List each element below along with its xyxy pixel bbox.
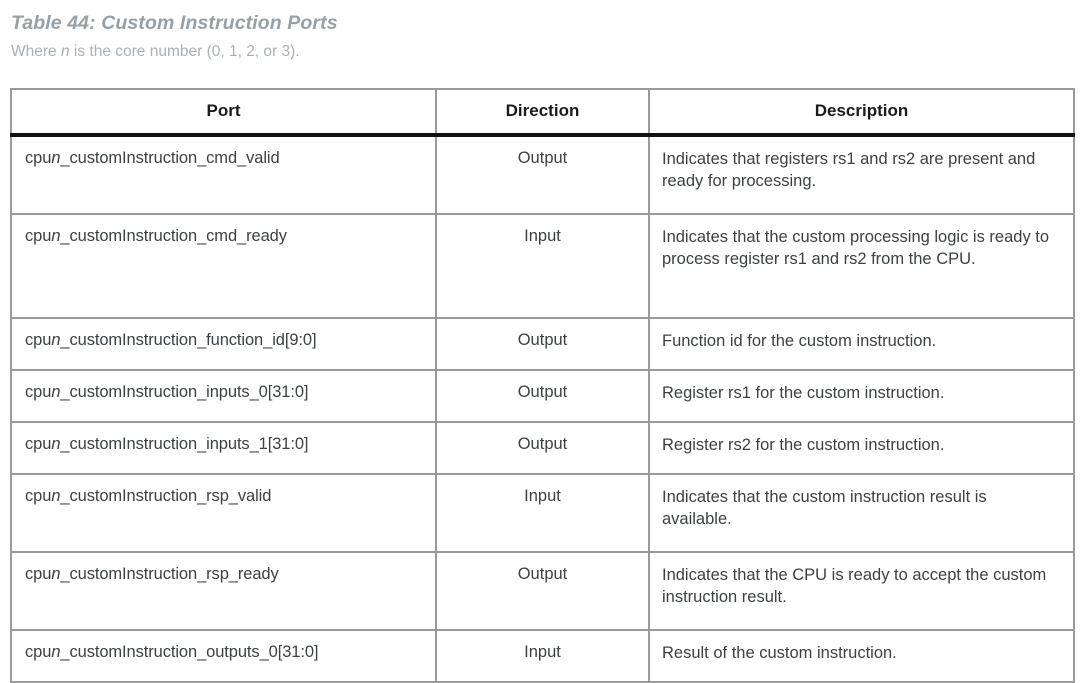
port-prefix: cpu bbox=[25, 227, 52, 245]
cell-direction: Output bbox=[436, 318, 650, 371]
port-suffix: _customInstruction_inputs_1[31:0] bbox=[60, 435, 309, 453]
column-header-direction: Direction bbox=[436, 89, 650, 137]
table-header-row: Port Direction Description bbox=[11, 89, 1074, 137]
subtitle-text-before: Where bbox=[11, 43, 61, 61]
subtitle-italic-variable: n bbox=[60, 43, 70, 61]
cell-port: cpun_customInstruction_rsp_ready bbox=[11, 552, 437, 631]
port-suffix: _customInstruction_rsp_ready bbox=[60, 565, 279, 583]
cell-direction: Output bbox=[436, 370, 650, 423]
cell-port: cpun_customInstruction_inputs_0[31:0] bbox=[11, 370, 437, 423]
port-core-number-variable: n bbox=[51, 435, 61, 453]
port-core-number-variable: n bbox=[51, 149, 61, 167]
table-header: Port Direction Description bbox=[11, 89, 1074, 137]
cell-description: Indicates that registers rs1 and rs2 are… bbox=[649, 135, 1074, 215]
port-core-number-variable: n bbox=[51, 487, 61, 505]
port-suffix: _customInstruction_outputs_0[31:0] bbox=[60, 643, 319, 661]
table-row: cpun_customInstruction_inputs_0[31:0] Ou… bbox=[11, 370, 1074, 423]
cell-direction: Output bbox=[436, 422, 650, 475]
port-suffix: _customInstruction_cmd_valid bbox=[60, 149, 280, 167]
port-suffix: _customInstruction_rsp_valid bbox=[60, 487, 272, 505]
cell-port: cpun_customInstruction_function_id[9:0] bbox=[11, 318, 437, 371]
port-prefix: cpu bbox=[25, 383, 52, 401]
table-subtitle: Where n is the core number (0, 1, 2, or … bbox=[11, 42, 1080, 62]
column-header-port: Port bbox=[11, 89, 437, 137]
table-row: cpun_customInstruction_outputs_0[31:0] I… bbox=[11, 630, 1074, 683]
table-row: cpun_customInstruction_rsp_valid Input I… bbox=[11, 474, 1074, 553]
port-suffix: _customInstruction_inputs_0[31:0] bbox=[60, 383, 309, 401]
table-caption-block: Table 44: Custom Instruction Ports Where… bbox=[0, 0, 1080, 63]
cell-port: cpun_customInstruction_inputs_1[31:0] bbox=[11, 422, 437, 475]
cell-direction: Input bbox=[436, 214, 650, 319]
port-prefix: cpu bbox=[25, 149, 52, 167]
port-prefix: cpu bbox=[25, 487, 52, 505]
cell-port: cpun_customInstruction_cmd_ready bbox=[11, 214, 437, 319]
cell-description: Indicates that the CPU is ready to accep… bbox=[649, 552, 1074, 631]
table-title: Table 44: Custom Instruction Ports bbox=[11, 12, 338, 34]
port-core-number-variable: n bbox=[51, 227, 61, 245]
cell-direction: Input bbox=[436, 630, 650, 683]
port-core-number-variable: n bbox=[51, 643, 61, 661]
table-row: cpun_customInstruction_cmd_valid Output … bbox=[11, 135, 1074, 215]
port-prefix: cpu bbox=[25, 331, 52, 349]
table-row: cpun_customInstruction_rsp_ready Output … bbox=[11, 552, 1074, 631]
table-body: cpun_customInstruction_cmd_valid Output … bbox=[11, 135, 1074, 683]
cell-description: Register rs2 for the custom instruction. bbox=[649, 422, 1074, 475]
cell-description: Register rs1 for the custom instruction. bbox=[649, 370, 1074, 423]
cell-description: Function id for the custom instruction. bbox=[649, 318, 1074, 371]
table-row: cpun_customInstruction_cmd_ready Input I… bbox=[11, 214, 1074, 319]
port-suffix: _customInstruction_function_id[9:0] bbox=[60, 331, 317, 349]
cell-port: cpun_customInstruction_cmd_valid bbox=[11, 135, 437, 215]
cell-direction: Output bbox=[436, 552, 650, 631]
cell-description: Indicates that the custom processing log… bbox=[649, 214, 1074, 319]
cell-description: Indicates that the custom instruction re… bbox=[649, 474, 1074, 553]
port-core-number-variable: n bbox=[51, 331, 61, 349]
port-prefix: cpu bbox=[25, 643, 52, 661]
port-suffix: _customInstruction_cmd_ready bbox=[60, 227, 287, 245]
port-prefix: cpu bbox=[25, 435, 52, 453]
port-prefix: cpu bbox=[25, 565, 52, 583]
port-core-number-variable: n bbox=[51, 383, 61, 401]
table-row: cpun_customInstruction_inputs_1[31:0] Ou… bbox=[11, 422, 1074, 475]
cell-direction: Input bbox=[436, 474, 650, 553]
ports-table-container: Port Direction Description cpun_customIn… bbox=[10, 88, 1075, 683]
table-row: cpun_customInstruction_function_id[9:0] … bbox=[11, 318, 1074, 371]
custom-instruction-ports-table: Port Direction Description cpun_customIn… bbox=[10, 88, 1075, 683]
column-header-description: Description bbox=[649, 89, 1074, 137]
cell-port: cpun_customInstruction_rsp_valid bbox=[11, 474, 437, 553]
cell-description: Result of the custom instruction. bbox=[649, 630, 1074, 683]
subtitle-text-after: is the core number (0, 1, 2, or 3). bbox=[69, 43, 300, 61]
cell-port: cpun_customInstruction_outputs_0[31:0] bbox=[11, 630, 437, 683]
cell-direction: Output bbox=[436, 135, 650, 215]
